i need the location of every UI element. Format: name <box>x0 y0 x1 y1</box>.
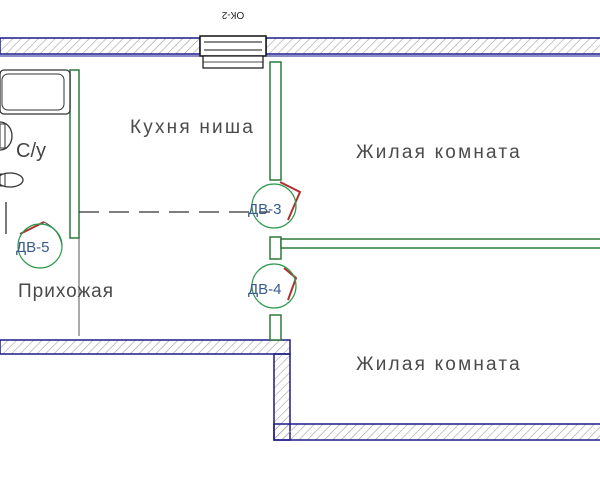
room-label-kitchen: Кухня ниша <box>130 117 255 138</box>
partition-kitchen-living <box>269 61 282 341</box>
window-tag-label: ОК-2 <box>221 9 244 20</box>
exterior-wall-middle <box>0 339 291 355</box>
door-lower <box>283 267 298 301</box>
door-tag-lower: ДВ-4 <box>248 281 282 298</box>
partition-living-rooms <box>280 238 600 249</box>
room-label-hallway: Прихожая <box>18 281 114 302</box>
door-tag-upper: ДВ-3 <box>248 201 282 218</box>
exterior-wall-top <box>0 37 600 57</box>
bathtub <box>0 69 71 115</box>
door-tag-circle-hall <box>17 223 63 269</box>
door-tag-hall: ДВ-5 <box>16 239 50 256</box>
sink <box>0 121 13 151</box>
door-upper <box>279 181 302 221</box>
room-label-living-2: Жилая комната <box>356 354 522 375</box>
partition-bathroom <box>69 69 80 336</box>
exterior-wall-bottom <box>273 423 600 441</box>
toilet <box>0 172 24 188</box>
door-tag-circle-upper <box>251 183 297 229</box>
room-label-living-1: Жилая комната <box>356 142 522 163</box>
window-ok2 <box>199 35 267 69</box>
door-tag-circle-lower <box>251 263 297 309</box>
room-label-bathroom: С/у <box>16 140 46 162</box>
